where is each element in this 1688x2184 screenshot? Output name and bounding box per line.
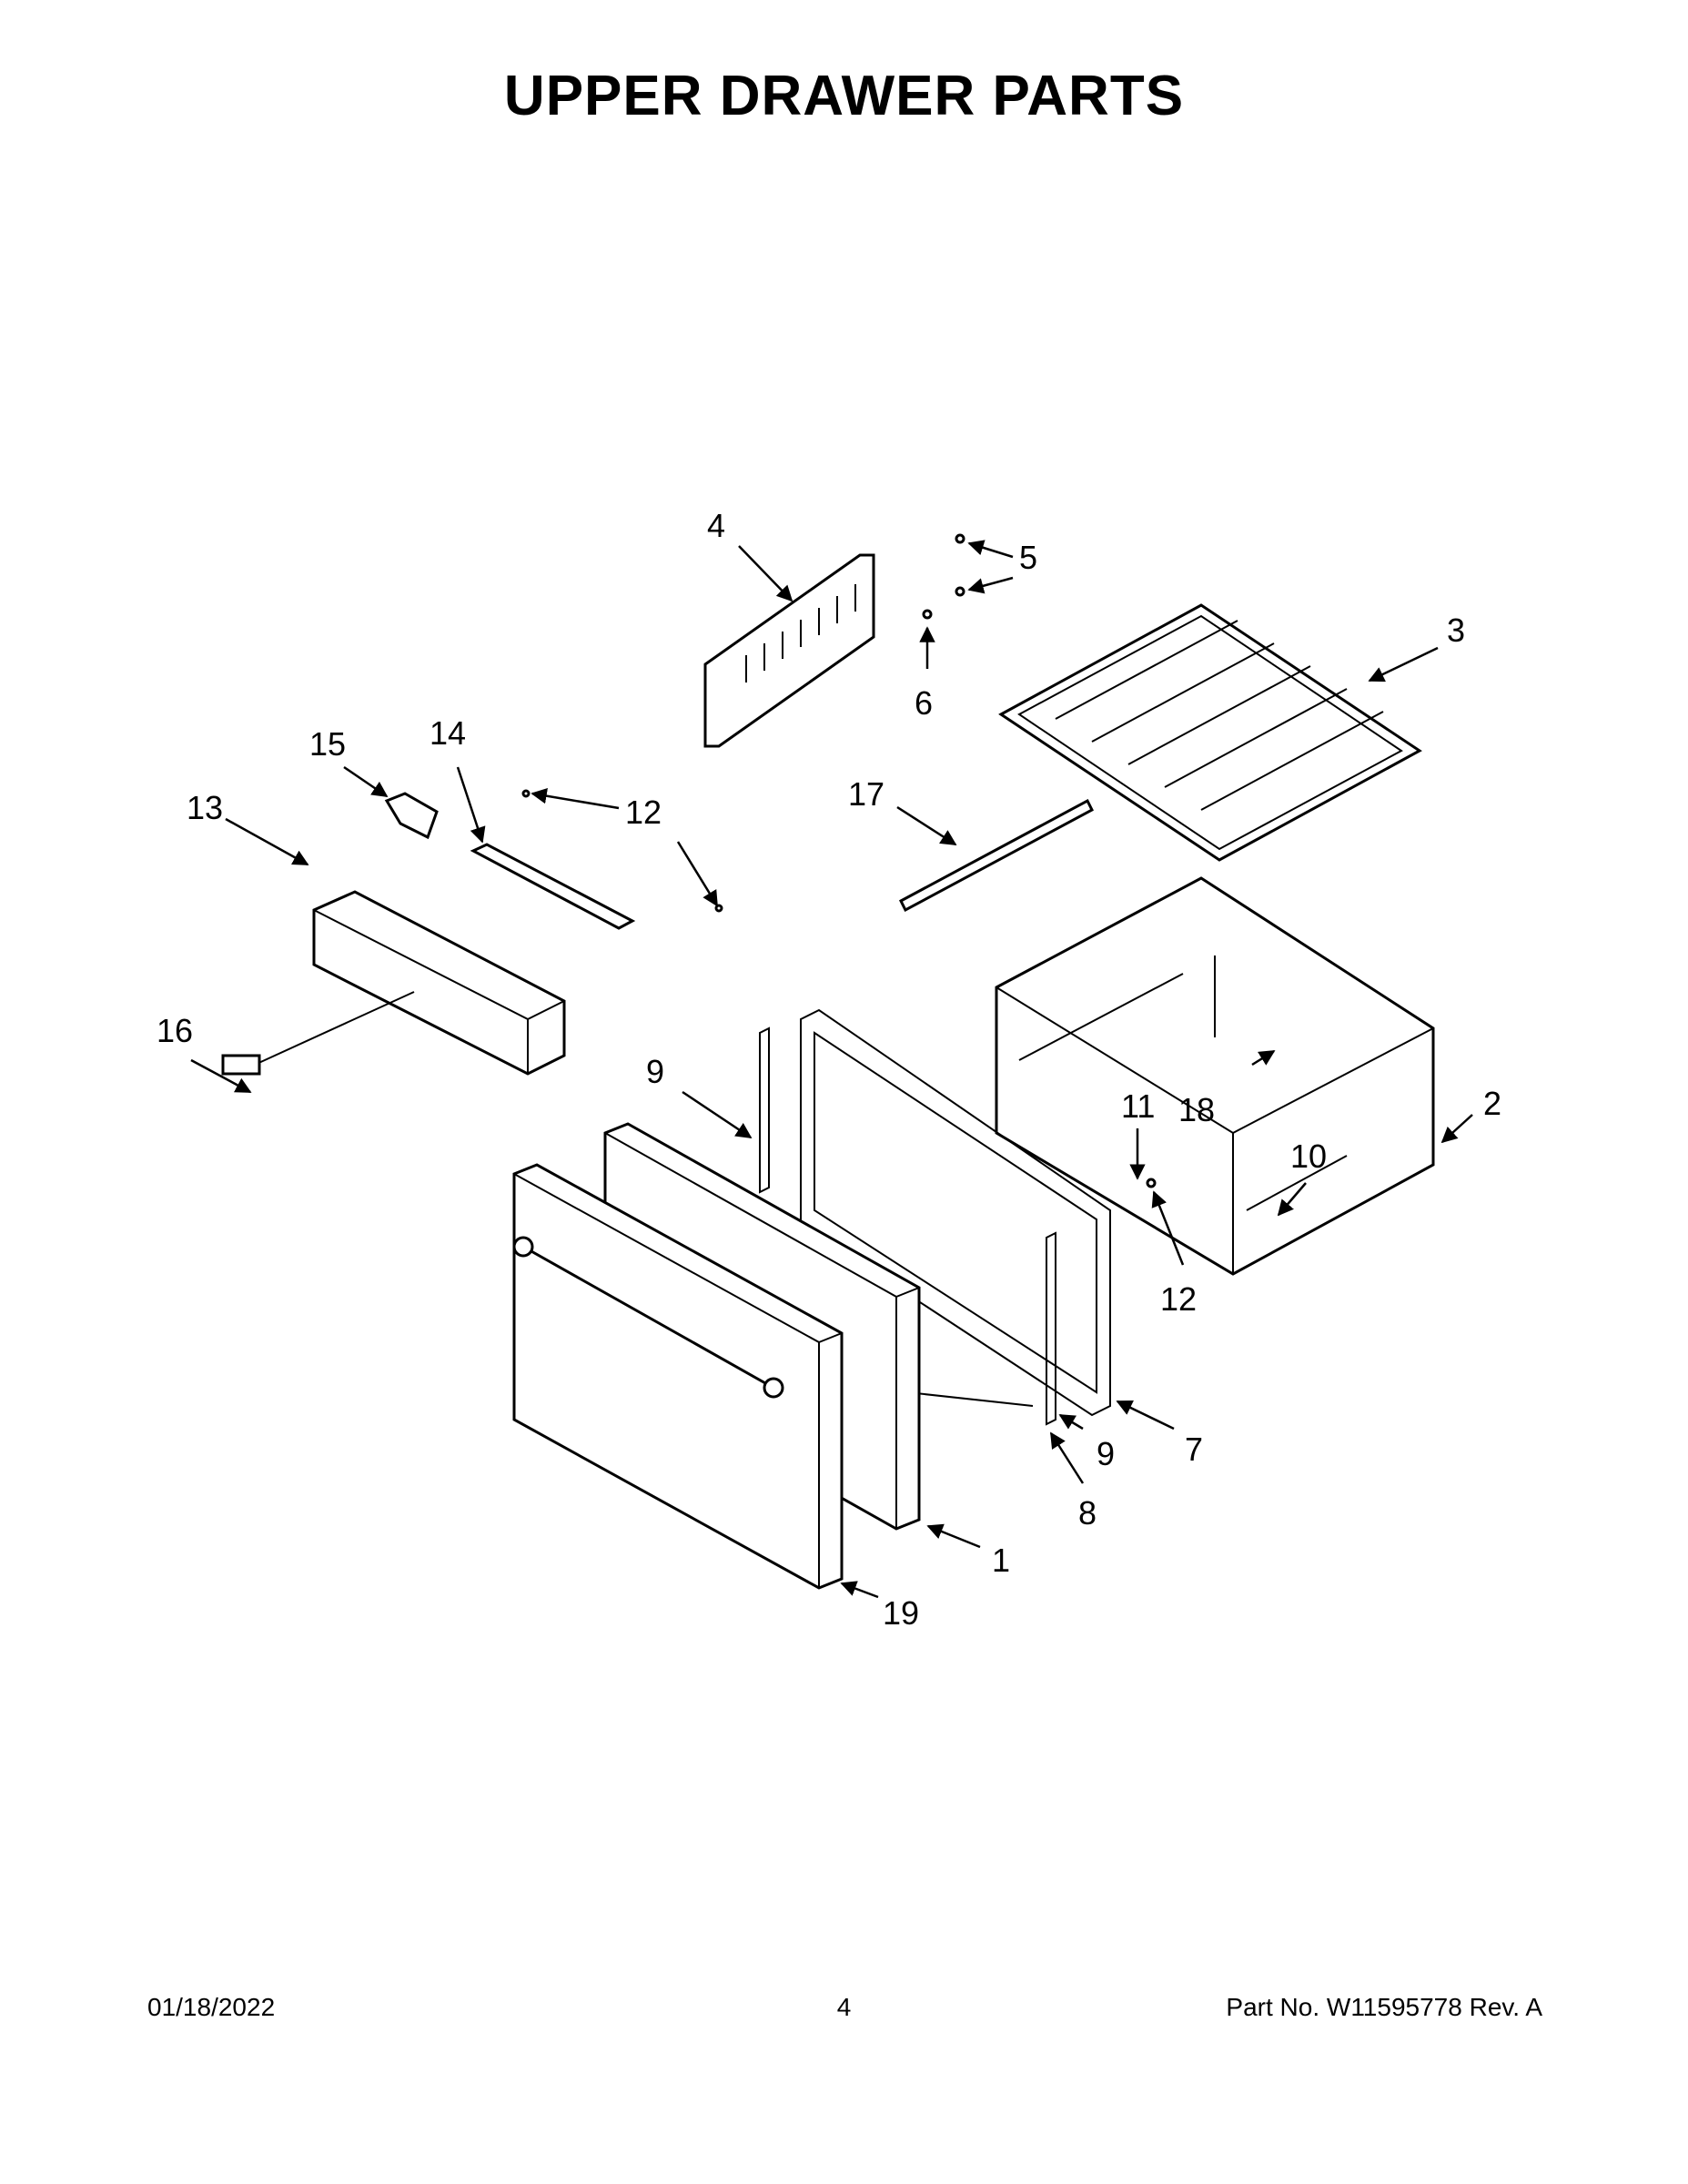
part-12-screws xyxy=(521,789,1157,1188)
part-9-gasket xyxy=(759,1026,1056,1426)
callout-2: 2 xyxy=(1483,1085,1501,1122)
callout-18: 18 xyxy=(1178,1091,1215,1128)
footer-date: 01/18/2022 xyxy=(147,1993,276,2021)
part-19-door-panel xyxy=(512,1163,844,1590)
part-3-shelf-grate xyxy=(998,603,1422,862)
callout-1: 1 xyxy=(992,1542,1010,1579)
part-17-rail xyxy=(899,798,1094,913)
callout-12-bottom: 12 xyxy=(1160,1280,1197,1318)
part-5-screws xyxy=(955,533,965,597)
callout-8: 8 xyxy=(1078,1494,1097,1532)
part-4-rear-bracket xyxy=(703,553,875,748)
callout-4: 4 xyxy=(707,507,725,544)
callout-13: 13 xyxy=(187,789,223,826)
callout-6: 6 xyxy=(915,684,933,722)
part-15-module xyxy=(384,792,439,840)
callout-12-top: 12 xyxy=(625,794,662,831)
callout-11: 11 xyxy=(1121,1087,1155,1125)
part-14-trim xyxy=(470,843,636,930)
callout-14: 14 xyxy=(430,714,466,752)
part-2-drawer-bin xyxy=(995,876,1435,1276)
leader-lines xyxy=(190,540,1473,1599)
page-title: UPPER DRAWER PARTS xyxy=(503,65,1185,127)
part-13-control-housing xyxy=(312,890,566,1076)
footer-page-number: 4 xyxy=(836,1993,852,2021)
callout-15: 15 xyxy=(309,725,346,763)
callout-5: 5 xyxy=(1019,539,1037,576)
callout-9-right: 9 xyxy=(1097,1435,1115,1472)
callout-10: 10 xyxy=(1290,1138,1327,1175)
callout-3: 3 xyxy=(1447,612,1465,649)
callout-16: 16 xyxy=(157,1012,193,1049)
callout-9-left: 9 xyxy=(646,1053,664,1090)
callout-17: 17 xyxy=(848,775,884,813)
part-6-screw xyxy=(922,609,933,620)
part-16-wire-harness xyxy=(221,991,415,1076)
callout-labels: 4 5 6 3 17 15 14 12 13 16 9 11 18 2 10 1… xyxy=(157,507,1501,1632)
footer-part-number: Part No. W11595778 Rev. A xyxy=(1226,1993,1542,2021)
callout-7: 7 xyxy=(1185,1431,1203,1468)
callout-19: 19 xyxy=(883,1594,919,1632)
